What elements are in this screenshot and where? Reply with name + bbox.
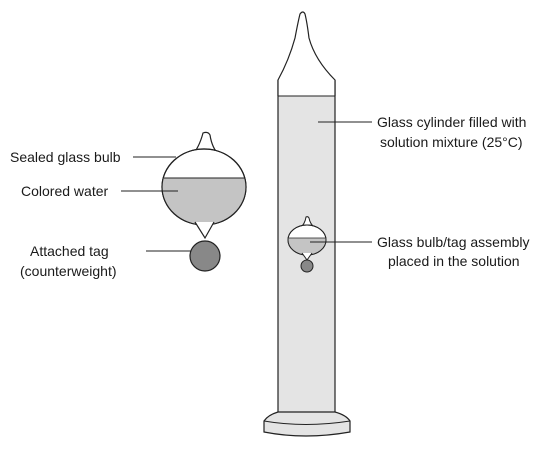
glass-cylinder: [263, 11, 351, 437]
sealed-glass-bulb: [161, 131, 247, 240]
label-colored-water: Colored water: [21, 183, 108, 199]
label-counterweight: (counterweight): [20, 263, 117, 279]
attached-tag: [189, 240, 221, 272]
label-cylinder-line1: Glass cylinder filled with: [377, 114, 526, 130]
label-cylinder-line2: solution mixture (25°C): [380, 134, 523, 150]
colored-water: [162, 178, 246, 225]
label-assembly-line2: placed in the solution: [388, 253, 520, 269]
label-assembly-line1: Glass bulb/tag assembly: [377, 234, 530, 250]
label-attached-tag: Attached tag: [30, 243, 109, 259]
label-sealed-glass-bulb: Sealed glass bulb: [10, 149, 121, 165]
